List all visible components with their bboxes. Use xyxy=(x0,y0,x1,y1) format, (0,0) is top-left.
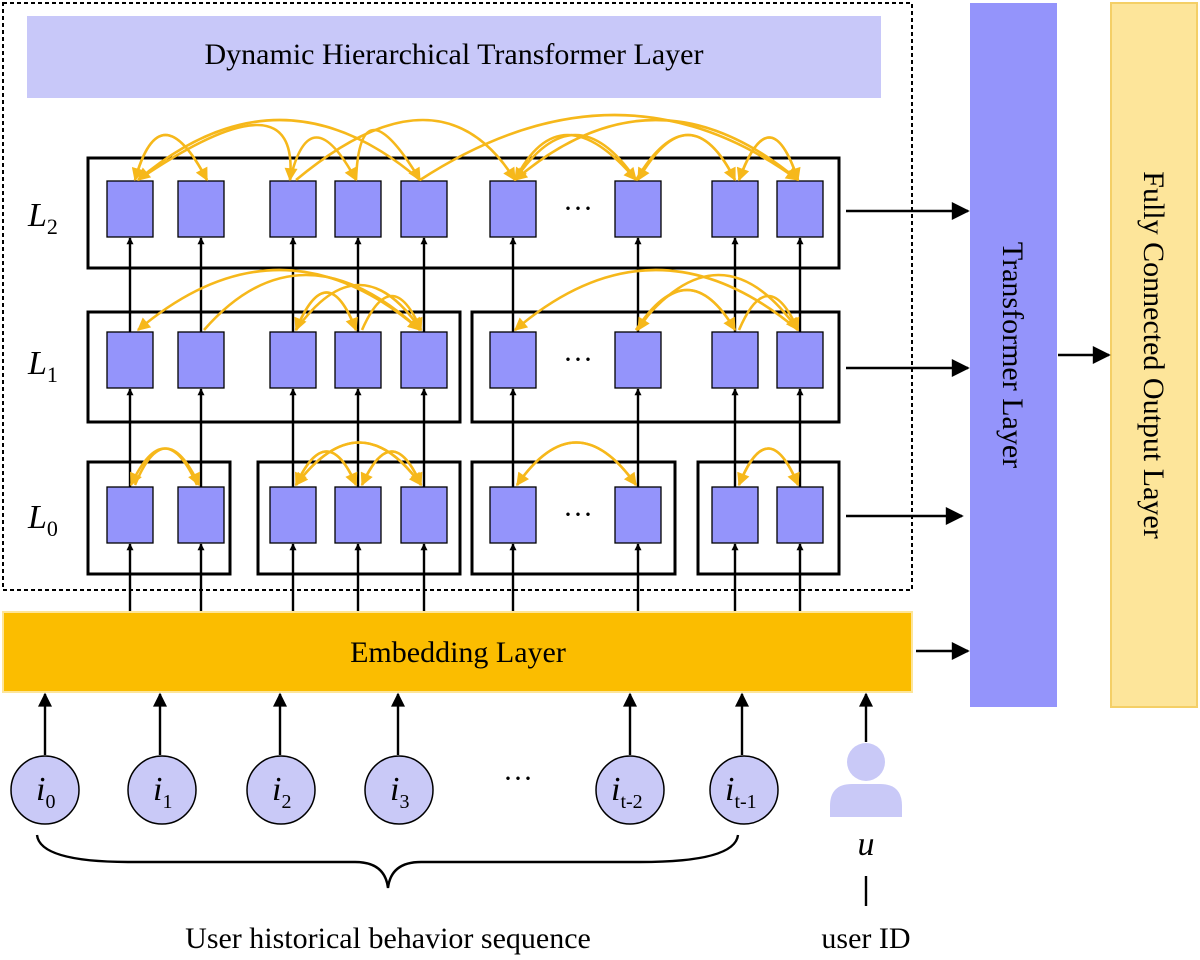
l1-attention-arrows xyxy=(137,268,800,332)
to-transformer-arrows xyxy=(846,202,970,660)
node xyxy=(269,486,317,544)
l0-block-1 xyxy=(86,460,232,576)
user-symbol: u xyxy=(858,826,875,863)
l2-ellipsis: ··· xyxy=(563,192,593,225)
l0-to-l1-arrows xyxy=(126,388,804,487)
node xyxy=(776,180,824,238)
node xyxy=(106,180,154,238)
dht-header-label: Dynamic Hierarchical Transformer Layer xyxy=(205,38,704,71)
node xyxy=(614,486,662,544)
transformer-layer-label: Transformer Layer xyxy=(996,242,1029,468)
node xyxy=(334,486,382,544)
svg-text:i1: i1 xyxy=(153,771,172,813)
l0-nodes xyxy=(106,486,824,544)
l1-block-left xyxy=(86,310,462,424)
node xyxy=(269,180,317,238)
l2-block xyxy=(86,156,841,270)
node xyxy=(177,331,225,389)
l1-block-right xyxy=(470,310,841,424)
node xyxy=(614,180,662,238)
l0-ellipsis: ··· xyxy=(563,498,593,531)
l0-block-4 xyxy=(696,460,841,576)
node xyxy=(776,331,824,389)
l0-attention-arrows xyxy=(129,441,800,487)
level-label-l1: L1 xyxy=(27,345,58,387)
node xyxy=(400,331,448,389)
fc-output-layer-bar xyxy=(1110,2,1198,708)
dht-dashed-frame xyxy=(2,2,913,591)
node xyxy=(177,180,225,238)
dht-header-bar xyxy=(27,16,881,98)
svg-text:L2: L2 xyxy=(27,197,58,239)
node xyxy=(106,331,154,389)
l1-ellipsis: ··· xyxy=(563,343,593,376)
embedding-layer-bar xyxy=(2,611,913,693)
item-i2: i2 xyxy=(246,755,316,825)
item-it-2: it-2 xyxy=(595,755,665,825)
svg-text:i2: i2 xyxy=(272,771,291,813)
node xyxy=(489,331,537,389)
node xyxy=(334,331,382,389)
items-to-embedding-arrows xyxy=(38,692,873,755)
l0-block-3 xyxy=(470,460,677,576)
svg-text:it-1: it-1 xyxy=(725,771,757,813)
node xyxy=(334,180,382,238)
node xyxy=(269,331,317,389)
node xyxy=(400,486,448,544)
svg-text:L0: L0 xyxy=(27,499,58,541)
node xyxy=(177,486,225,544)
behavior-sequence-label: User historical behavior sequence xyxy=(185,922,591,955)
item-i1: i1 xyxy=(127,755,197,825)
node xyxy=(614,331,662,389)
level-label-l0: L0 xyxy=(27,499,58,541)
embedding-to-l0-arrows xyxy=(126,543,804,612)
l1-to-l2-arrows xyxy=(126,237,804,332)
node xyxy=(711,331,759,389)
l1-nodes xyxy=(106,331,824,389)
node xyxy=(776,486,824,544)
embedding-layer-label: Embedding Layer xyxy=(350,636,566,669)
items-ellipsis: ··· xyxy=(503,762,533,795)
level-label-l2: L2 xyxy=(27,197,58,239)
svg-text:i0: i0 xyxy=(36,771,55,813)
item-i0: i0 xyxy=(10,755,80,825)
node xyxy=(711,486,759,544)
svg-text:it-2: it-2 xyxy=(611,771,643,813)
svg-text:L1: L1 xyxy=(27,345,58,387)
item-it-1: it-1 xyxy=(709,755,779,825)
fc-output-layer-label: Fully Connected Output Layer xyxy=(1137,171,1170,538)
node xyxy=(400,180,448,238)
svg-text:i3: i3 xyxy=(390,771,409,813)
l2-attention-arrows xyxy=(131,113,801,182)
node xyxy=(489,180,537,238)
user-id-label: user ID xyxy=(821,922,910,955)
item-i3: i3 xyxy=(364,755,434,825)
node xyxy=(106,486,154,544)
l2-nodes xyxy=(106,180,824,238)
node xyxy=(711,180,759,238)
user-icon xyxy=(830,743,902,817)
node xyxy=(489,486,537,544)
sequence-brace xyxy=(35,834,740,889)
transformer-layer-bar xyxy=(970,3,1057,707)
